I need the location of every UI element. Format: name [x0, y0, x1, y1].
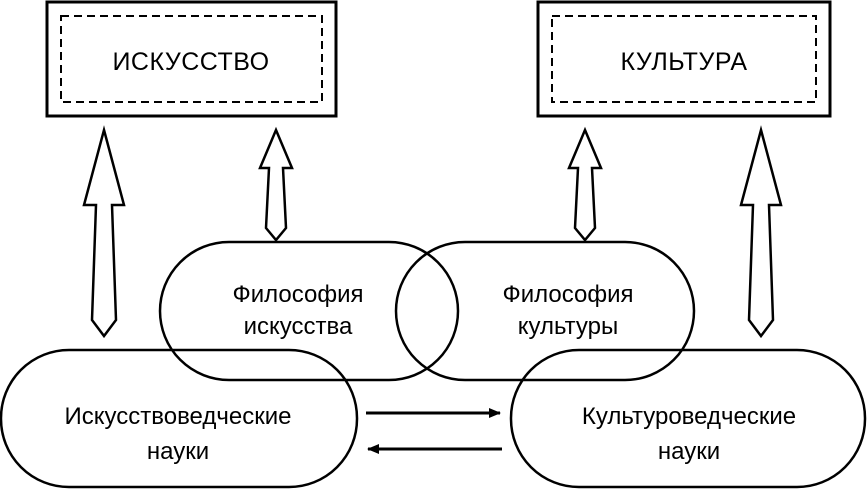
philosophy-culture-line1: Философия [502, 281, 633, 308]
culture-box-label: КУЛЬТУРА [620, 48, 747, 76]
art-box-label: ИСКУССТВО [112, 48, 269, 76]
hollow-arrow-philosophy-art-to-art [258, 126, 294, 242]
philosophy-culture-shape [394, 240, 696, 382]
philosophy-culture-line2: культуры [518, 313, 618, 340]
culture-box: КУЛЬТУРА [536, 0, 832, 118]
art-box: ИСКУССТВО [45, 0, 338, 118]
culture-sciences-line1: Культуроведческие [582, 403, 796, 430]
philosophy-art-line2: искусства [244, 313, 353, 340]
art-sciences-line2: науки [147, 438, 209, 465]
hollow-arrow-philosophy-culture-to-culture [567, 126, 603, 242]
culture-sciences-line2: науки [658, 438, 720, 465]
hollow-arrow-culture-sciences-to-culture [739, 125, 783, 339]
culture-sciences-shape [509, 348, 867, 489]
art-sciences-line1: Искусствоведческие [65, 403, 292, 430]
philosophy-art-shape [158, 240, 460, 382]
hollow-arrow-art-sciences-to-art [82, 125, 126, 339]
art-sciences-shape [0, 348, 359, 489]
philosophy-art-line1: Философия [232, 281, 363, 308]
